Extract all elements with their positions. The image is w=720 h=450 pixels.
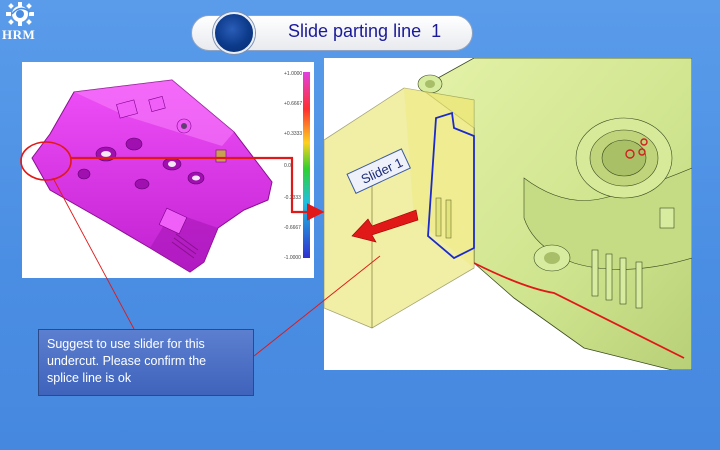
callout-line-1: Suggest to use slider for this — [47, 337, 205, 351]
page-title: Slide parting line 1 — [288, 21, 442, 41]
callout-leader-left — [52, 177, 135, 330]
slider-direction-arrow — [351, 209, 419, 243]
callout-line-2: undercut. Please confirm the — [47, 354, 207, 368]
callout-leader-right — [253, 255, 381, 357]
slider-detail-panel — [324, 58, 692, 370]
undercut-highlight-circle — [20, 141, 72, 181]
scale-label-5: -0.6667 — [284, 225, 301, 231]
part-deviation-image: +1.0000 +0.6667 +0.3333 0.0 -0.3333 -0.6… — [31, 71, 310, 273]
scale-label-0: +1.0000 — [284, 71, 302, 77]
connector-arrow — [70, 156, 325, 221]
hrm-logo: HRM — [0, 0, 44, 46]
scale-label-2: +0.3333 — [284, 131, 302, 137]
callout-line-3: splice line is ok — [47, 371, 132, 385]
gear-icon — [6, 2, 34, 26]
scale-label-6: -1.0000 — [284, 255, 301, 261]
deviation-plot-panel: +1.0000 +0.6667 +0.3333 0.0 -0.3333 -0.6… — [22, 62, 314, 278]
scale-label-1: +0.6667 — [284, 101, 302, 107]
scale-label-3: 0.0 — [284, 163, 291, 169]
comment-callout: Suggest to use slider for this undercut.… — [38, 329, 254, 396]
color-scale-bar — [303, 72, 310, 258]
logo-text: HRM — [2, 27, 36, 42]
slider-detail-image — [324, 58, 692, 370]
title-bullet-icon — [213, 12, 255, 54]
slider-label: Slider 1 — [346, 148, 411, 194]
